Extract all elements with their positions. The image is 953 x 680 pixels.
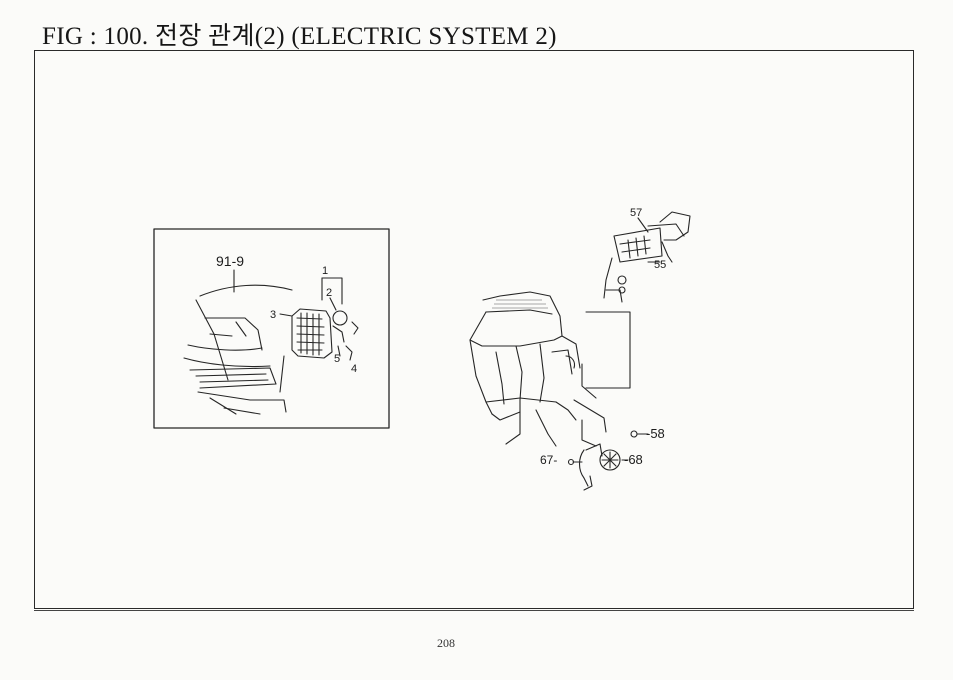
callout-68: -68 <box>624 452 643 467</box>
diagram-frame <box>34 50 914 609</box>
callout-91-9: 91-9 <box>216 253 244 269</box>
page-number: 208 <box>437 636 455 650</box>
frame-bottom-rule <box>34 610 914 611</box>
inset-box <box>153 228 390 429</box>
callout-57-upper: 57 <box>630 207 642 219</box>
callout-2: 2 <box>326 287 332 299</box>
callout-67: 67- <box>540 453 557 467</box>
callout-5: 5 <box>334 353 340 365</box>
callout-55: 55 <box>654 259 666 271</box>
callout-4: 4 <box>351 363 357 375</box>
callout-1: 1 <box>322 265 328 277</box>
callout-3: 3 <box>270 309 276 321</box>
figure-title: FIG : 100. 전장 관계(2) (ELECTRIC SYSTEM 2) <box>42 23 557 50</box>
callout-58: -58 <box>646 426 665 441</box>
